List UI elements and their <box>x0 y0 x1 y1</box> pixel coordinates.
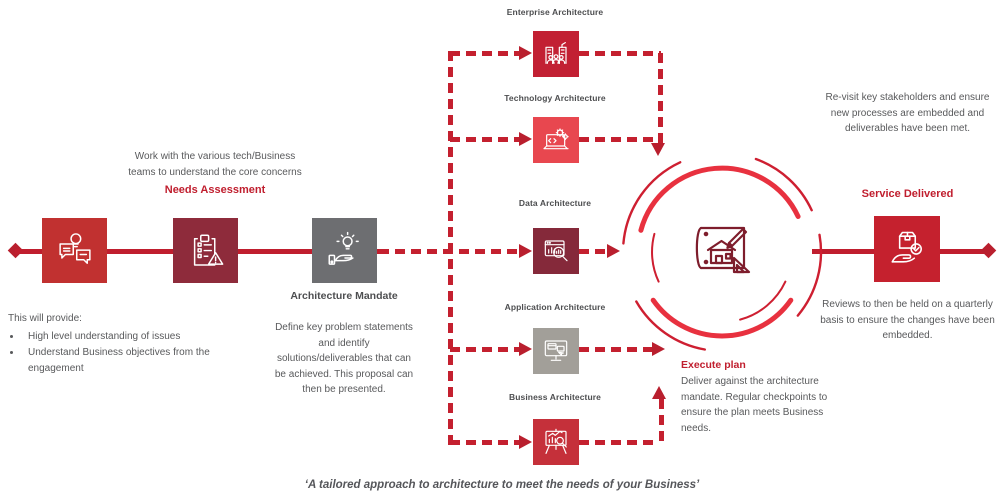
service-delivered-title: Service Delivered <box>861 188 954 200</box>
arrow-into-circle-left <box>607 244 620 258</box>
arrow-up-execute-plan <box>652 386 666 399</box>
branch-business <box>450 440 520 445</box>
connector-data-out <box>579 249 607 254</box>
left-dashed-spine <box>448 51 453 445</box>
label-technology-architecture: Technology Architecture <box>504 93 606 103</box>
branch-enterprise <box>450 51 520 56</box>
provides-bullet-1: High level understanding of issues <box>22 329 238 345</box>
organisation-icon <box>533 31 579 77</box>
application-monitor-icon <box>533 328 579 374</box>
arrow-into-application <box>519 342 532 356</box>
intro-line-1: Work with the various tech/Business <box>134 151 296 162</box>
data-search-icon <box>533 228 579 274</box>
label-data-architecture: Data Architecture <box>518 198 592 208</box>
architecture-mandate-description: Define key problem statements and identi… <box>274 322 414 395</box>
delivery-hand-icon <box>874 216 940 282</box>
arrow-into-data-architecture <box>519 244 532 258</box>
intro-line-2: teams to understand the core concerns <box>128 166 302 178</box>
connector-application-out <box>579 347 653 352</box>
flow-end-diamond <box>980 242 997 259</box>
needs-assessment-title: Needs Assessment <box>164 184 266 196</box>
architecture-mandate-title: Architecture Mandate <box>290 290 398 302</box>
branch-technology <box>450 137 520 142</box>
presentation-chart-icon <box>533 419 579 465</box>
right-dashed-up <box>659 399 664 443</box>
discussion-idea-icon <box>42 218 107 283</box>
execute-plan-title: Execute plan <box>681 359 746 371</box>
iteration-circle <box>622 157 823 351</box>
execute-plan-description: Deliver against the architecture mandate… <box>681 376 828 434</box>
hand-idea-icon <box>312 218 377 283</box>
connector-business-out <box>579 440 659 445</box>
connector-technology-out <box>579 137 661 142</box>
connector-enterprise-out <box>579 51 661 56</box>
arrow-down-into-circle <box>651 143 665 156</box>
branch-application <box>450 347 520 352</box>
laptop-gears-icon <box>533 117 579 163</box>
provides-heading: This will provide: <box>8 313 82 324</box>
checklist-alert-icon <box>173 218 238 283</box>
service-post-text: Reviews to then be held on a quarterly b… <box>820 299 995 341</box>
arrow-into-business <box>519 435 532 449</box>
right-dashed-down <box>658 53 663 143</box>
blueprint-icon <box>695 226 751 274</box>
label-enterprise-architecture: Enterprise Architecture <box>506 7 604 17</box>
label-application-architecture: Application Architecture <box>504 302 606 312</box>
arrow-into-technology <box>519 132 532 146</box>
service-pre-text: Re-visit key stakeholders and ensure new… <box>825 92 990 134</box>
arrow-into-enterprise <box>519 46 532 60</box>
tagline-quote: ‘A tailored approach to architecture to … <box>304 479 700 491</box>
provides-bullet-2: Understand Business objectives from the … <box>22 345 213 376</box>
needs-assessment-intro: Work with the various tech/Business team… <box>85 149 345 199</box>
label-business-architecture: Business Architecture <box>508 392 601 402</box>
this-will-provide-block: This will provide: High level understand… <box>8 311 238 377</box>
arrow-into-circle-bottom <box>652 342 665 356</box>
